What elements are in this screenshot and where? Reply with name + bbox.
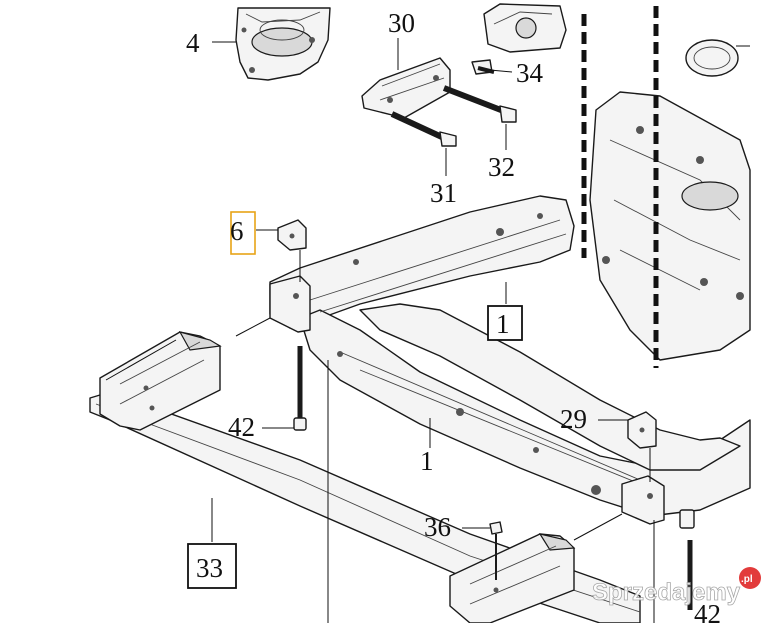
watermark-badge-text: .pl [741,574,753,585]
bolt-34 [471,59,495,75]
plate-29 [627,411,657,449]
watermark-text: Sprzedajemy [592,579,741,606]
callout-33-box [187,543,237,589]
watermark: Sprzedajemy .pl [592,567,761,606]
callout-34: 34 [516,58,544,88]
callout-6-highlight [230,211,256,255]
clip-right [679,509,695,529]
callout-31: 31 [430,178,457,208]
callout-1: 1 [420,446,434,476]
engine-mount-4 [235,7,331,81]
bolt-42-left [293,346,307,431]
bolt-31 [390,111,457,147]
callout-33: 33 [196,553,223,583]
plate-6 [277,219,307,251]
rear-mount [483,3,567,53]
watermark-badge [739,567,761,589]
clip-ring [685,39,750,77]
callout-6: 6 [230,216,244,246]
crash-box-left [99,331,222,431]
callout-36: 36 [424,512,451,542]
bolt-36 [489,521,503,580]
bolt-32 [442,85,517,123]
callout-4: 4 [186,28,200,58]
callout-1-box [487,305,523,341]
callout-29: 29 [560,404,587,434]
callout-30: 30 [388,8,415,38]
leader-lines [105,38,651,542]
callout-42-left: 42 [228,412,255,442]
subframe-right-section [589,91,751,361]
callout-32: 32 [488,152,515,182]
callout-1-boxed: 1 [496,309,510,339]
callout-42-right: 42 [694,599,721,623]
crash-box-right [449,533,576,623]
bracket-30 [361,57,451,119]
